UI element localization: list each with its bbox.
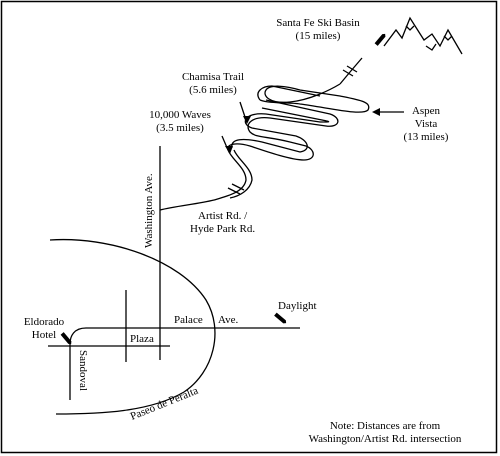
road-to-ski-basin	[339, 57, 363, 85]
aspen-vista-distance: (13 miles)	[404, 131, 449, 143]
aspen-vista-label-line1: Aspen	[412, 105, 441, 117]
artist-road	[159, 149, 247, 211]
mountain-icon	[383, 16, 463, 55]
artist-rd-label: Artist Rd. /	[198, 210, 248, 222]
arrowhead-icon	[372, 108, 380, 116]
hyde-park-road	[259, 83, 370, 113]
hyde-park-rd-label: Hyde Park Rd.	[190, 223, 255, 235]
palace-ave-suffix-label: Ave.	[218, 314, 239, 326]
road-break-mark	[342, 65, 358, 77]
daylight-label: Daylight	[278, 300, 317, 312]
hyde-park-road-switchback-2	[227, 99, 339, 161]
santa-fe-ski-basin-distance: (15 miles)	[296, 30, 341, 42]
ten-thousand-waves-label: 10,000 Waves	[149, 109, 211, 121]
eldorado-hotel-label-line2: Hotel	[32, 329, 56, 341]
arrowhead-icon	[225, 146, 233, 154]
ski-icon	[374, 33, 386, 46]
ten-thousand-waves-distance: (3.5 miles)	[156, 122, 204, 134]
aspen-vista-label-line2: Vista	[415, 118, 438, 130]
palace-ave-label: Palace	[174, 314, 203, 326]
road-break-mark	[227, 183, 245, 195]
plaza-label: Plaza	[130, 333, 154, 345]
washington-ave-label: Washington Ave.	[143, 173, 155, 248]
sandoval-label: Sandoval	[77, 350, 89, 391]
ski-icon	[274, 312, 287, 324]
note-line1: Note: Distances are from	[330, 420, 441, 432]
chamisa-trail-label: Chamisa Trail	[182, 71, 244, 83]
ski-icon	[60, 332, 72, 345]
note-line2: Washington/Artist Rd. intersection	[309, 433, 462, 445]
paseo-de-peralta-road	[49, 238, 216, 415]
paseo-de-peralta-label: Paseo de Peralta	[129, 385, 200, 423]
eldorado-hotel-label-line1: Eldorado	[24, 316, 65, 328]
chamisa-trail-distance: (5.6 miles)	[189, 84, 237, 96]
arrowhead-icon	[243, 116, 251, 124]
santa-fe-ski-basin-label: Santa Fe Ski Basin	[276, 17, 360, 29]
